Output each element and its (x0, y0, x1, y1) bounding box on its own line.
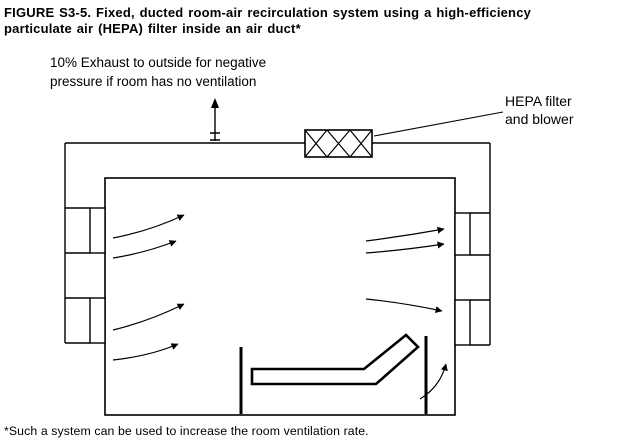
hepa-label-line1: HEPA filter (505, 93, 572, 109)
return-vent-bottom-right (454, 299, 471, 346)
exhaust-note: 10% Exhaust to outside for negative pres… (50, 54, 266, 92)
figure-title: FIGURE S3-5. Fixed, ducted room-air reci… (4, 5, 620, 36)
supply-vent-bottom-left (89, 297, 106, 344)
left-duct-stubs (65, 207, 90, 344)
airflow-arrow-top-right-1 (365, 226, 445, 242)
airflow-arrow-bottom-left-1 (112, 303, 185, 331)
supply-vent-top-left (89, 207, 106, 254)
damper-ticks (210, 132, 220, 141)
hepa-leader-line (373, 111, 504, 137)
airflow-arrow-bottom-right (365, 298, 443, 314)
bed-surface (250, 333, 420, 386)
vents (89, 207, 471, 346)
airflow-arrows (112, 214, 448, 400)
exhaust-note-line1: 10% Exhaust to outside for negative (50, 55, 267, 70)
duct-loop (64, 142, 491, 346)
hepa-filter-label: HEPA filter and blower (505, 93, 574, 128)
airflow-arrow-near-bed (419, 363, 448, 400)
up-arrow-icon (211, 98, 219, 108)
airflow-arrow-top-left-2 (112, 240, 177, 259)
airflow-arrow-top-left-1 (112, 214, 185, 239)
exhaust-note-line2: pressure if room has no ventilation (50, 73, 257, 89)
figure-title-line2: particulate air (HEPA) filter inside an … (4, 20, 301, 36)
hepa-label-line2: and blower (505, 110, 574, 127)
return-vent-top-right (454, 212, 471, 256)
hepa-filter-box (304, 129, 373, 158)
airflow-arrow-bottom-left-2 (112, 343, 179, 361)
bed (239, 333, 428, 414)
exhaust-stack (210, 98, 220, 141)
footnote: *Such a system can be used to increase t… (4, 424, 369, 438)
airflow-arrow-top-right-2 (365, 241, 445, 254)
filter-hatch-lines (304, 129, 373, 158)
right-duct-stubs (470, 212, 490, 346)
figure-title-line1: FIGURE S3-5. Fixed, ducted room-air reci… (4, 5, 532, 20)
